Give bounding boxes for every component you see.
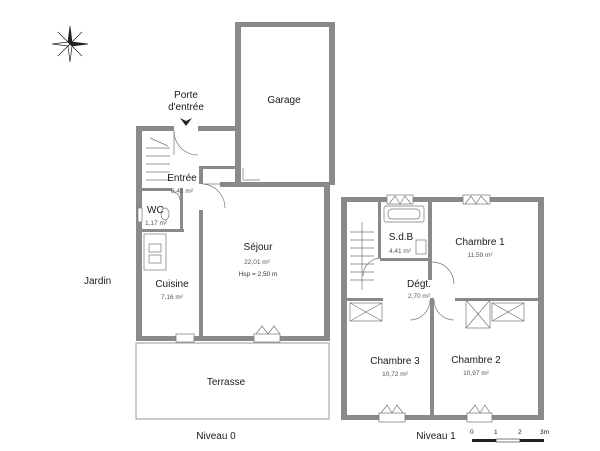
compass-rose-icon <box>51 25 89 63</box>
level-0-fixtures <box>137 130 281 343</box>
room-degt-name: Dégt. <box>407 279 431 290</box>
scale-bar: 0 1 2 3m <box>470 429 560 446</box>
outside-terrace-label: Terrasse <box>206 377 246 388</box>
room-wc-name: WC <box>147 205 164 216</box>
room-sdb-area: 4,41 m² <box>388 248 412 255</box>
room-sejour-area: 22,01 m² <box>244 259 270 266</box>
scale-tick-2: 2 <box>518 429 522 436</box>
room-chambre1-name: Chambre 1 <box>455 237 505 248</box>
room-sejour-height: Hsp = 2,50 m <box>238 271 278 278</box>
room-cuisine-name: Cuisine <box>155 279 189 290</box>
outside-garden-label: Jardin <box>84 276 112 287</box>
entry-door-label-line: d'entrée <box>168 101 204 113</box>
terrace-outline <box>135 342 330 420</box>
level-1-walls <box>341 197 544 420</box>
room-wc-area: 1,17 m² <box>145 220 168 227</box>
entry-door-label-line: Porte <box>174 90 198 101</box>
scale-tick-1: 1 <box>494 429 498 436</box>
room-chambre2-name: Chambre 2 <box>451 355 501 366</box>
room-chambre3-area: 10,72 m² <box>382 371 408 378</box>
scale-bar-graphic <box>472 438 544 443</box>
entry-arrow <box>180 118 192 126</box>
room-entree-name: Entrée <box>167 173 197 184</box>
level-1-label: Niveau 1 <box>416 431 456 442</box>
room-cuisine-area: 7,16 m² <box>160 294 184 301</box>
room-chambre2-area: 10,97 m² <box>463 370 489 377</box>
room-degt-area: 2,70 m² <box>407 293 431 300</box>
level-1-fixtures <box>349 194 525 423</box>
level-0-walls <box>136 22 335 341</box>
scale-tick-0: 0 <box>470 429 474 436</box>
room-entree-area: 6,41 m² <box>170 188 194 195</box>
room-chambre3-name: Chambre 3 <box>370 356 420 367</box>
room-chambre1-area: 11,59 m² <box>467 252 493 259</box>
room-sdb-name: S.d.B <box>388 232 414 243</box>
room-sejour-name: Séjour <box>243 242 273 253</box>
scale-tick-3: 3m <box>540 429 550 436</box>
level-0-label: Niveau 0 <box>196 431 236 442</box>
room-garage-name: Garage <box>267 95 301 106</box>
